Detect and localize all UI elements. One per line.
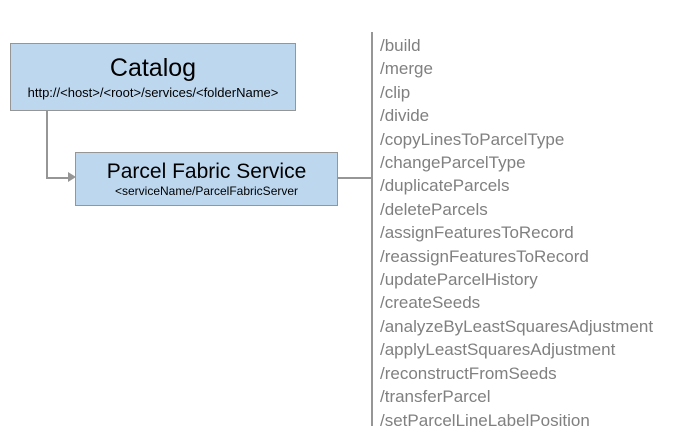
arrowhead-icon — [68, 172, 76, 182]
operation-item[interactable]: /setParcelLineLabelPosition — [380, 410, 590, 430]
operation-item[interactable]: /merge — [380, 59, 433, 79]
operation-item[interactable]: /assignFeaturesToRecord — [380, 223, 574, 243]
operation-item[interactable]: /applyLeastSquaresAdjustment — [380, 340, 616, 360]
operation-item[interactable]: /reconstructFromSeeds — [380, 363, 557, 383]
catalog-node-title: Catalog — [109, 53, 197, 82]
connector-horizontal-segment — [46, 177, 70, 179]
operation-item[interactable]: /analyzeByLeastSquaresAdjustment — [380, 316, 654, 336]
operation-item[interactable]: /duplicateParcels — [380, 176, 510, 196]
operation-item[interactable]: /createSeeds — [380, 293, 481, 313]
service-node-title: Parcel Fabric Service — [106, 159, 307, 183]
operation-item[interactable]: /deleteParcels — [380, 199, 488, 219]
operations-list: /build/merge/clip/divide/copyLinesToParc… — [380, 34, 680, 432]
parcel-fabric-service-node[interactable]: Parcel Fabric Service <serviceName/Parce… — [75, 152, 338, 206]
catalog-node-url: http://<host>/<root>/services/<folderNam… — [27, 84, 279, 100]
operation-item[interactable]: /updateParcelHistory — [380, 270, 538, 290]
operation-item[interactable]: /build — [380, 36, 421, 55]
catalog-node[interactable]: Catalog http://<host>/<root>/services/<f… — [10, 43, 296, 111]
operation-item[interactable]: /transferParcel — [380, 387, 491, 407]
connector-vertical-segment — [46, 110, 48, 178]
operation-item[interactable]: /copyLinesToParcelType — [380, 129, 565, 149]
operations-divider-bar — [371, 32, 373, 426]
operation-item[interactable]: /reassignFeaturesToRecord — [380, 246, 589, 266]
operation-item[interactable]: /divide — [380, 106, 430, 126]
service-node-path: <serviceName/ParcelFabricServer — [114, 183, 299, 198]
operation-item[interactable]: /clip — [380, 82, 411, 102]
operation-item[interactable]: /changeParcelType — [380, 153, 526, 173]
connector-to-operations — [338, 177, 372, 179]
